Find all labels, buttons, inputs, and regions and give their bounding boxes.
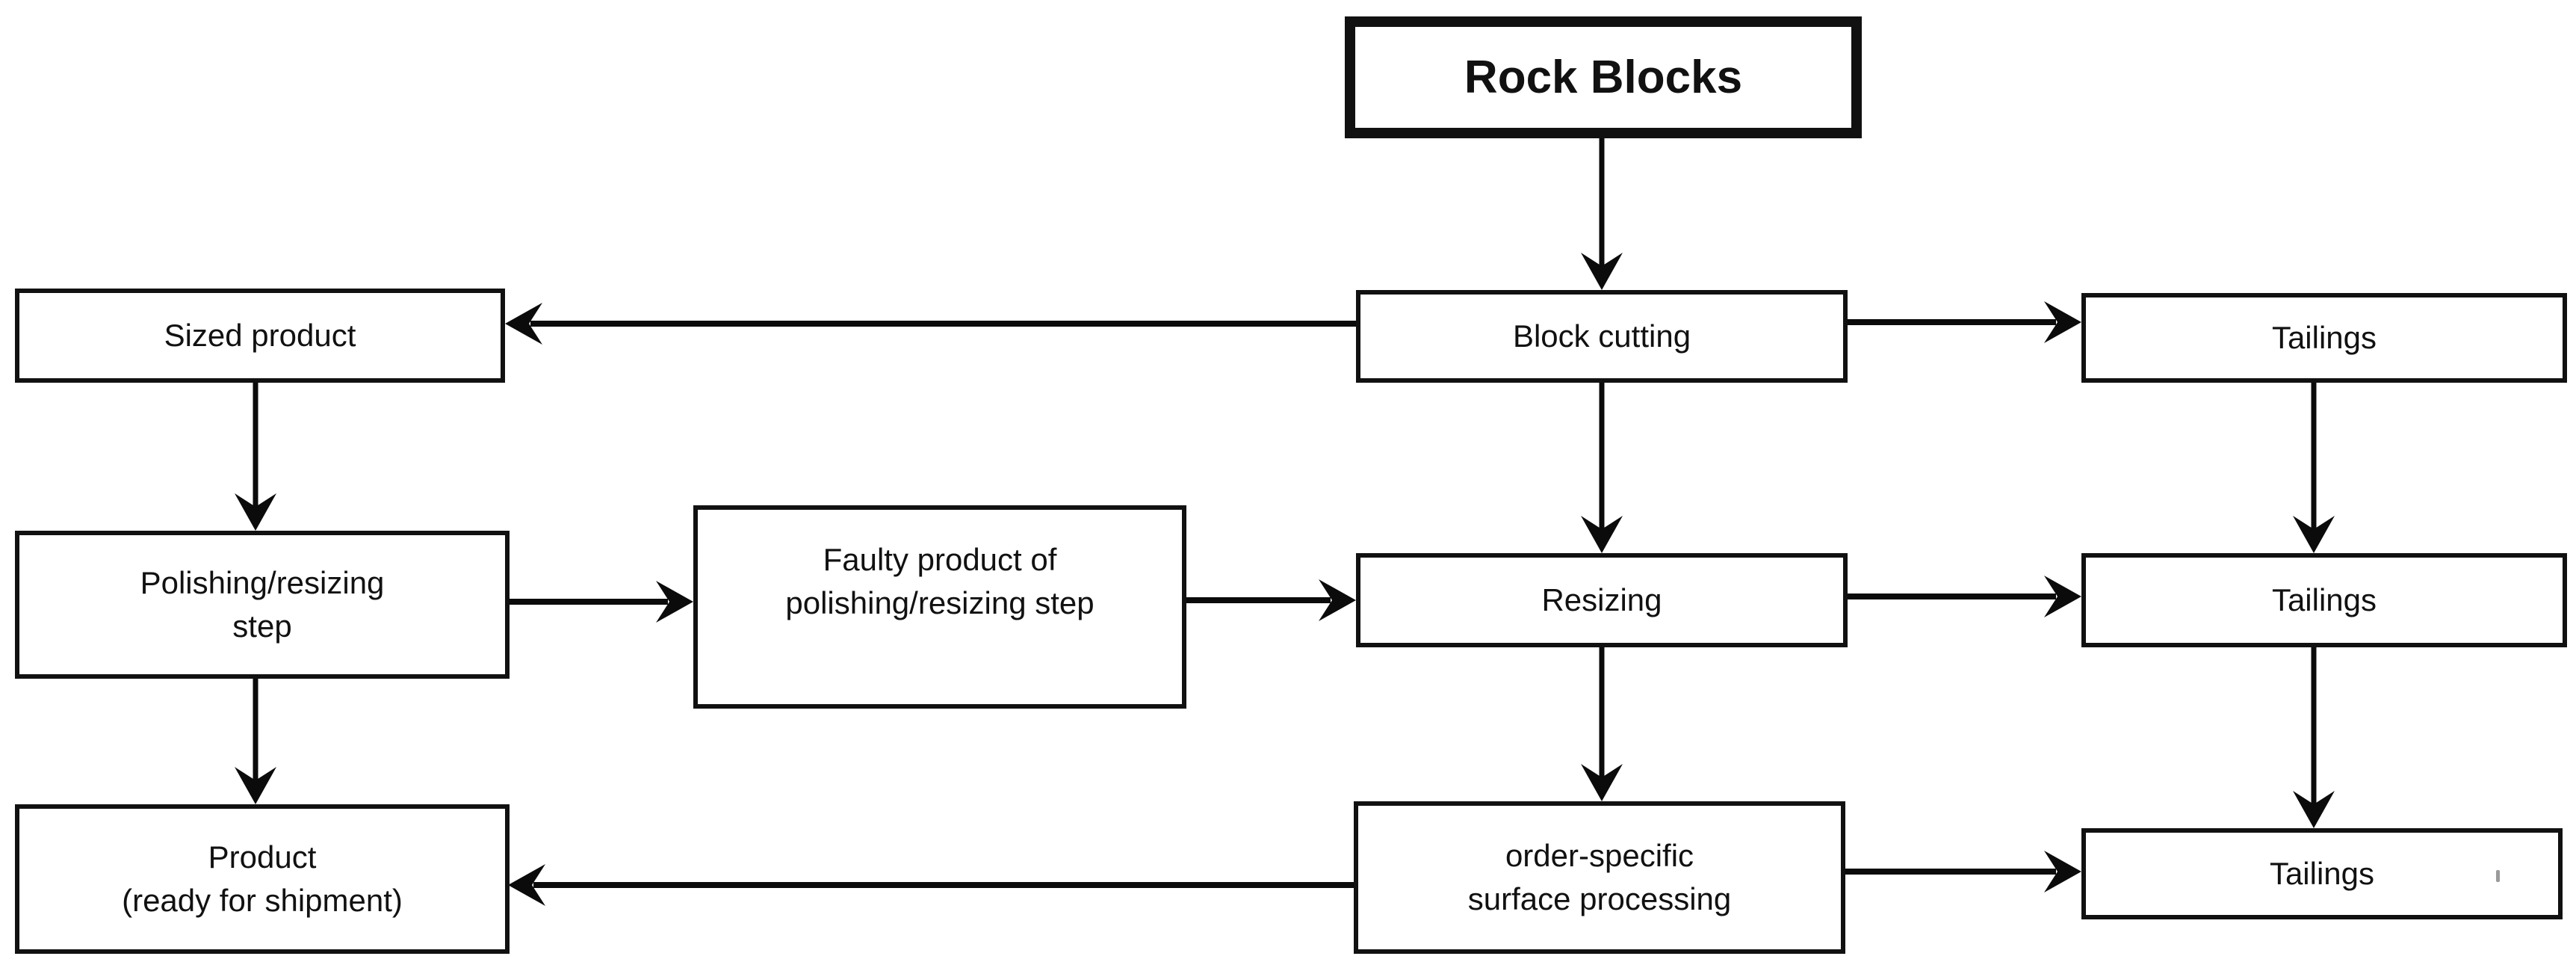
arrow-tailings-middle-to-tailings-bottom (2293, 647, 2335, 828)
node-resizing: Resizing (1356, 553, 1848, 647)
node-rock-blocks: Rock Blocks (1345, 16, 1862, 138)
arrow-faulty-product-to-resizing (1186, 579, 1356, 621)
arrow-block-cutting-to-resizing (1581, 383, 1623, 553)
arrow-block-cutting-to-tailings-top (1848, 301, 2081, 343)
node-product-ready: Product (ready for shipment) (15, 804, 510, 954)
arrow-sized-product-to-polishing (235, 383, 276, 531)
arrow-rock-blocks-to-block-cutting (1581, 138, 1623, 290)
stray-mark (2496, 870, 2500, 882)
arrow-tailings-top-to-tailings-middle (2293, 383, 2335, 553)
node-tailings-top: Tailings (2081, 293, 2567, 383)
node-block-cutting: Block cutting (1356, 290, 1848, 383)
node-tailings-bottom: Tailings (2081, 828, 2563, 919)
arrow-order-specific-to-product (508, 864, 1354, 906)
node-tailings-middle: Tailings (2081, 553, 2567, 647)
arrow-block-cutting-to-sized-product (505, 303, 1356, 345)
arrow-resizing-to-tailings-middle (1848, 576, 2081, 617)
node-sized-product: Sized product (15, 289, 505, 383)
node-polishing-resizing-step: Polishing/resizing step (15, 531, 510, 679)
arrow-polishing-to-faulty-product (510, 581, 693, 623)
arrow-polishing-to-product (235, 679, 276, 804)
node-faulty-product: Faulty product of polishing/resizing ste… (693, 505, 1186, 709)
arrow-order-specific-to-tailings-bottom (1845, 851, 2081, 892)
arrow-resizing-to-order-specific (1581, 647, 1623, 801)
node-order-specific: order-specific surface processing (1354, 801, 1845, 954)
